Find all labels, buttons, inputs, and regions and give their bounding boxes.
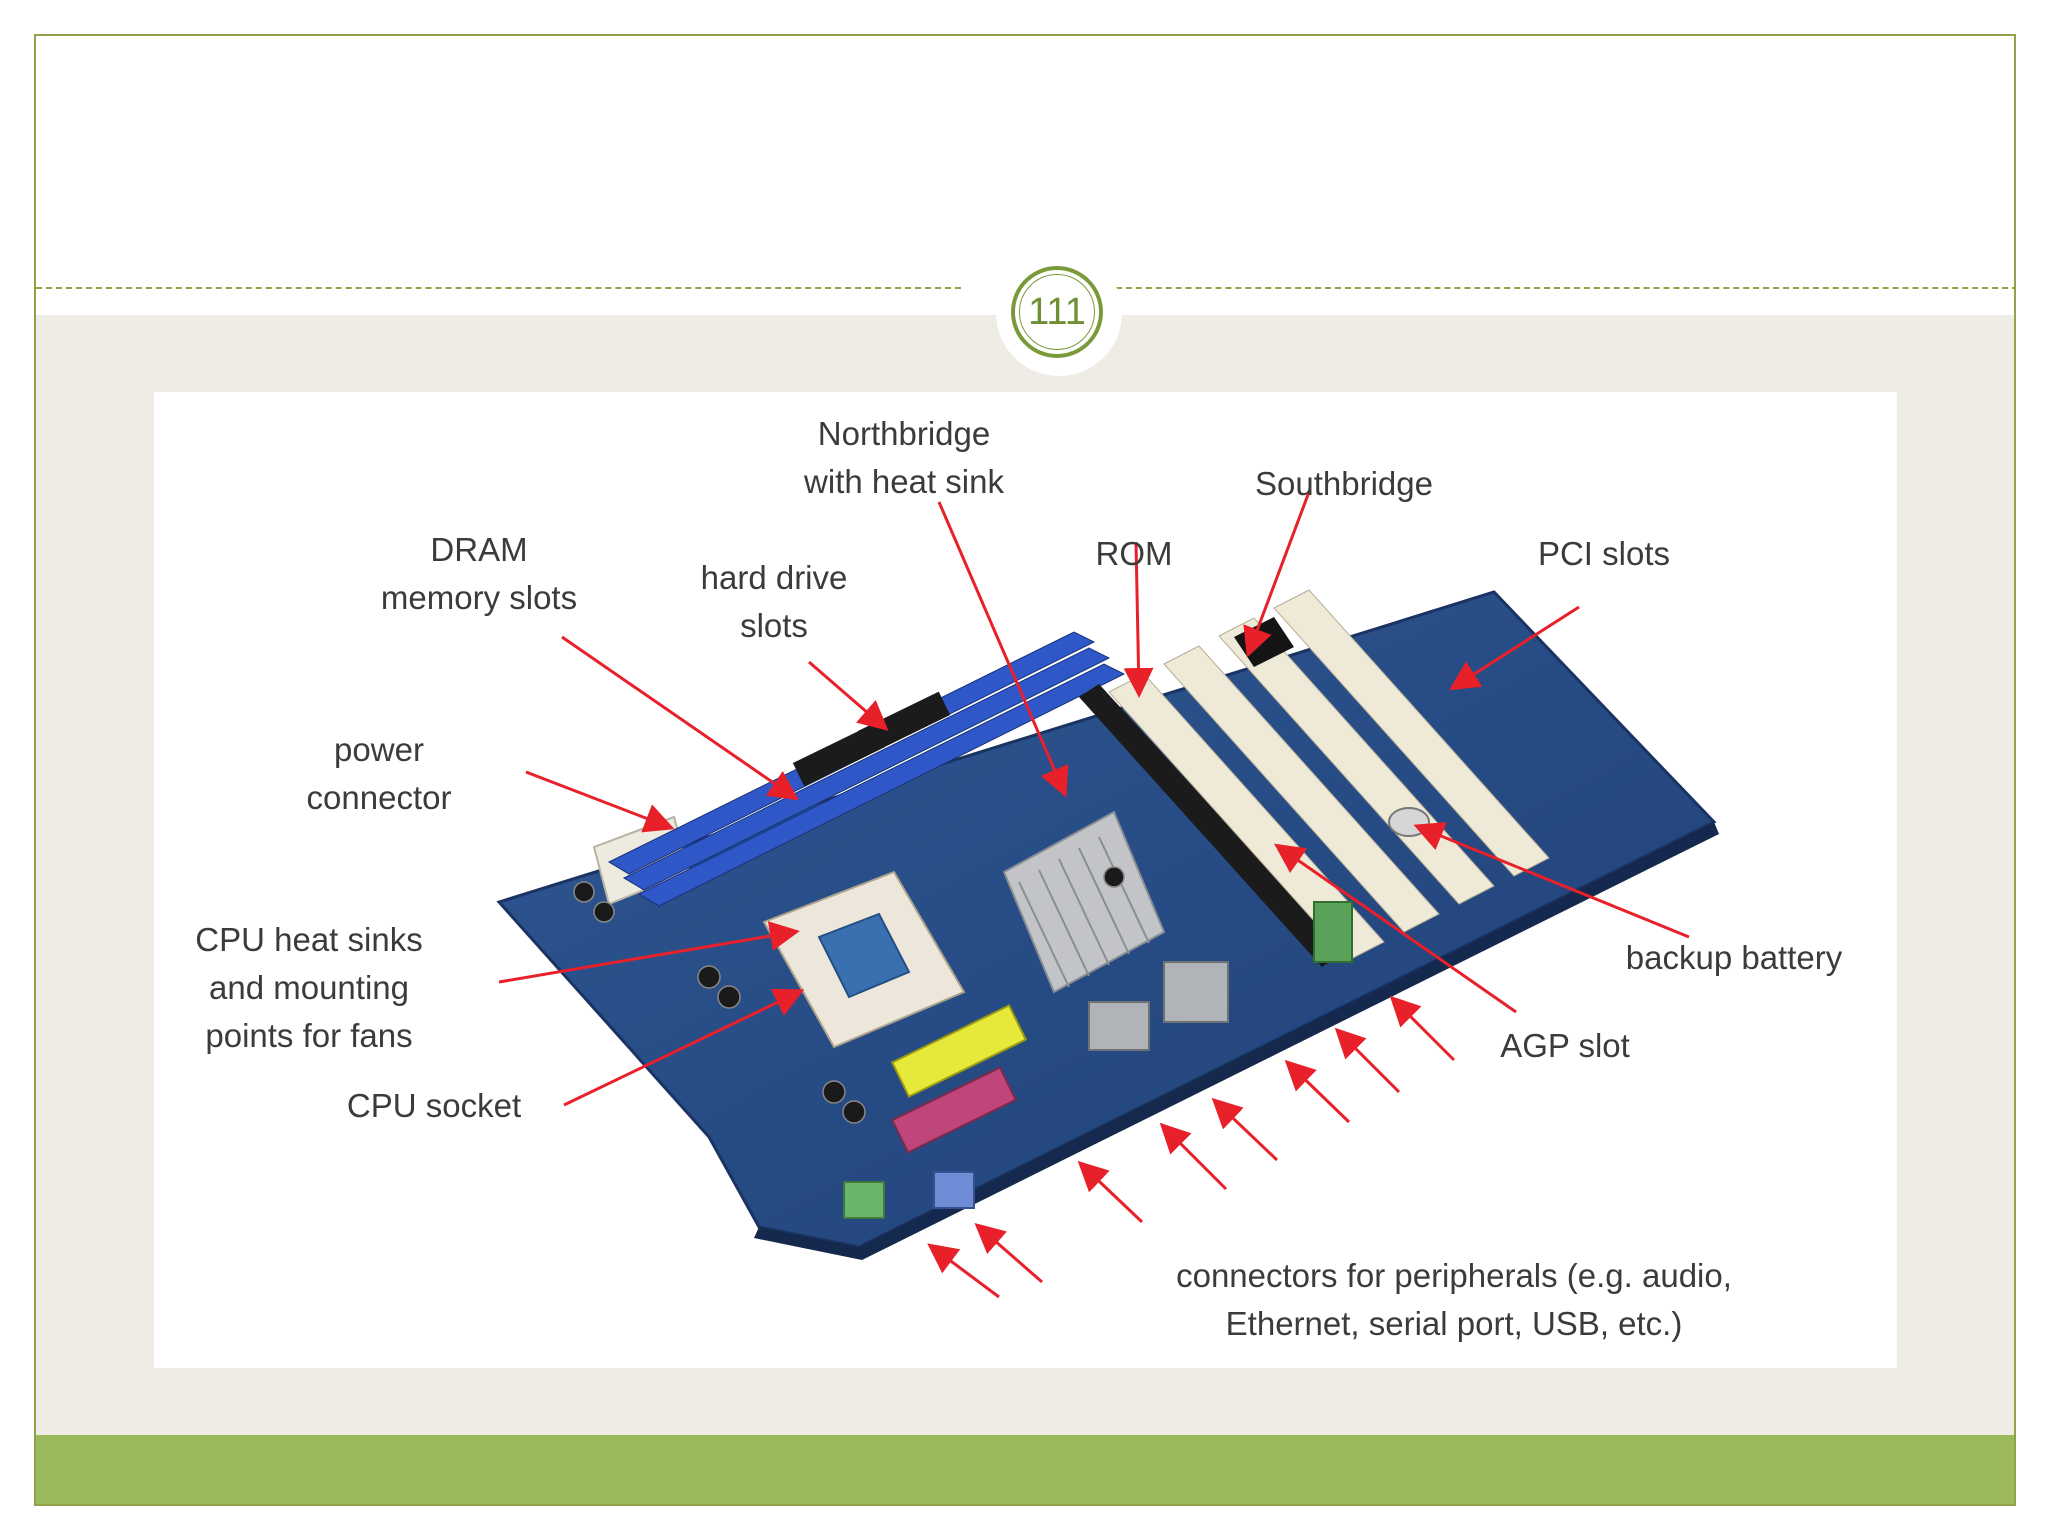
capacitor	[1103, 866, 1125, 888]
label-power-connector: power connector	[284, 726, 474, 822]
label-pci-slots-line-1: PCI slots	[1537, 535, 1671, 572]
arrow-peripheral-3	[1077, 1160, 1144, 1224]
cpu-socket-center	[817, 912, 911, 999]
label-backup-battery-line-1: backup battery	[1625, 939, 1843, 976]
motherboard-diagram: Northbridge with heat sink Southbridge R…	[154, 392, 1897, 1368]
arrow-peripheral-6	[1284, 1059, 1351, 1124]
arrow-hard-drive	[808, 660, 889, 731]
label-rom-line-1: ROM	[1095, 535, 1173, 572]
label-agp-slot: AGP slot	[1480, 1022, 1650, 1070]
arrow-peripheral-1	[927, 1243, 1000, 1299]
label-southbridge-line-1: Southbridge	[1255, 465, 1433, 502]
motherboard-illustration	[496, 491, 1719, 1299]
arrow-peripheral-5	[1211, 1097, 1279, 1162]
header-divider-right	[1096, 287, 2014, 289]
agp-slot	[1079, 684, 1344, 967]
arrow-southbridge	[1243, 491, 1311, 658]
label-hard-drive: hard drive slots	[674, 554, 874, 650]
header-divider-left	[36, 287, 961, 289]
page-number-badge-ring	[1019, 274, 1095, 350]
usb-port	[1088, 1001, 1150, 1051]
pci-slot-4	[1273, 589, 1550, 877]
capacitor	[593, 901, 615, 923]
arrow-agp	[1274, 843, 1517, 1014]
northbridge-heatsink	[1002, 810, 1166, 994]
pci-slot-2	[1163, 645, 1440, 933]
serial-port	[890, 1066, 1018, 1154]
capacitor	[822, 1080, 846, 1104]
capacitor	[573, 881, 595, 903]
capacitor	[697, 965, 721, 989]
label-peripheral-connectors: connectors for peripherals (e.g. audio, …	[1094, 1252, 1814, 1348]
page-number: 111	[1028, 290, 1086, 333]
arrow-peripheral-7	[1334, 1027, 1401, 1094]
label-agp-slot-line-1: AGP slot	[1500, 1027, 1630, 1064]
label-dram-line-2: memory slots	[380, 579, 578, 616]
ethernet-port	[1163, 961, 1229, 1023]
hdd-connector-2	[857, 691, 951, 755]
label-dram: DRAM memory slots	[354, 526, 604, 622]
arrow-pci	[1448, 605, 1580, 691]
parallel-port	[890, 1004, 1028, 1098]
arrow-peripheral-2	[974, 1223, 1043, 1284]
ps2-port	[843, 1181, 885, 1219]
label-cpu-heat-sinks-line-3: points for fans	[205, 1017, 413, 1054]
arrow-cpu-socket	[563, 988, 805, 1107]
arrow-cpu-heat	[498, 921, 800, 984]
arrow-dram	[561, 635, 799, 801]
label-backup-battery: backup battery	[1594, 934, 1874, 982]
label-power-connector-line-2: connector	[306, 779, 452, 816]
footer-band	[36, 1435, 2014, 1504]
label-cpu-heat-sinks-line-1: CPU heat sinks	[195, 921, 423, 958]
label-pci-slots: PCI slots	[1504, 530, 1704, 578]
label-rom: ROM	[1074, 530, 1194, 578]
audio-jack-block	[1313, 901, 1353, 963]
arrow-rom	[1123, 541, 1154, 698]
label-dram-line-1: DRAM	[430, 531, 528, 568]
capacitor	[717, 985, 741, 1009]
arrow-peripheral-4	[1159, 1122, 1228, 1191]
ps2-port	[933, 1171, 975, 1209]
label-cpu-socket-line-1: CPU socket	[346, 1087, 522, 1124]
arrow-northbridge	[937, 501, 1069, 798]
arrow-peripheral-8	[1389, 995, 1456, 1062]
label-northbridge: Northbridge with heat sink	[754, 410, 1054, 506]
capacitor	[842, 1100, 866, 1124]
dram-slot-2	[622, 647, 1111, 891]
backup-battery-cell	[1388, 807, 1430, 837]
page-number-badge: 111	[1011, 266, 1103, 358]
label-power-connector-line-1: power	[334, 731, 424, 768]
label-cpu-heat-sinks-line-2: and mounting	[209, 969, 409, 1006]
label-peripheral-connectors-line-2: Ethernet, serial port, USB, etc.)	[1225, 1305, 1683, 1342]
label-hard-drive-line-1: hard drive	[700, 559, 848, 596]
label-cpu-heat-sinks: CPU heat sinks and mounting points for f…	[174, 916, 444, 1060]
label-southbridge: Southbridge	[1224, 460, 1464, 508]
arrow-backup-battery	[1413, 822, 1690, 939]
label-northbridge-line-2: with heat sink	[804, 463, 1004, 500]
arrow-power	[525, 770, 675, 833]
label-cpu-socket: CPU socket	[324, 1082, 544, 1130]
label-northbridge-line-1: Northbridge	[817, 415, 991, 452]
label-hard-drive-line-2: slots	[740, 607, 808, 644]
label-peripheral-connectors-line-1: connectors for peripherals (e.g. audio,	[1176, 1257, 1732, 1294]
